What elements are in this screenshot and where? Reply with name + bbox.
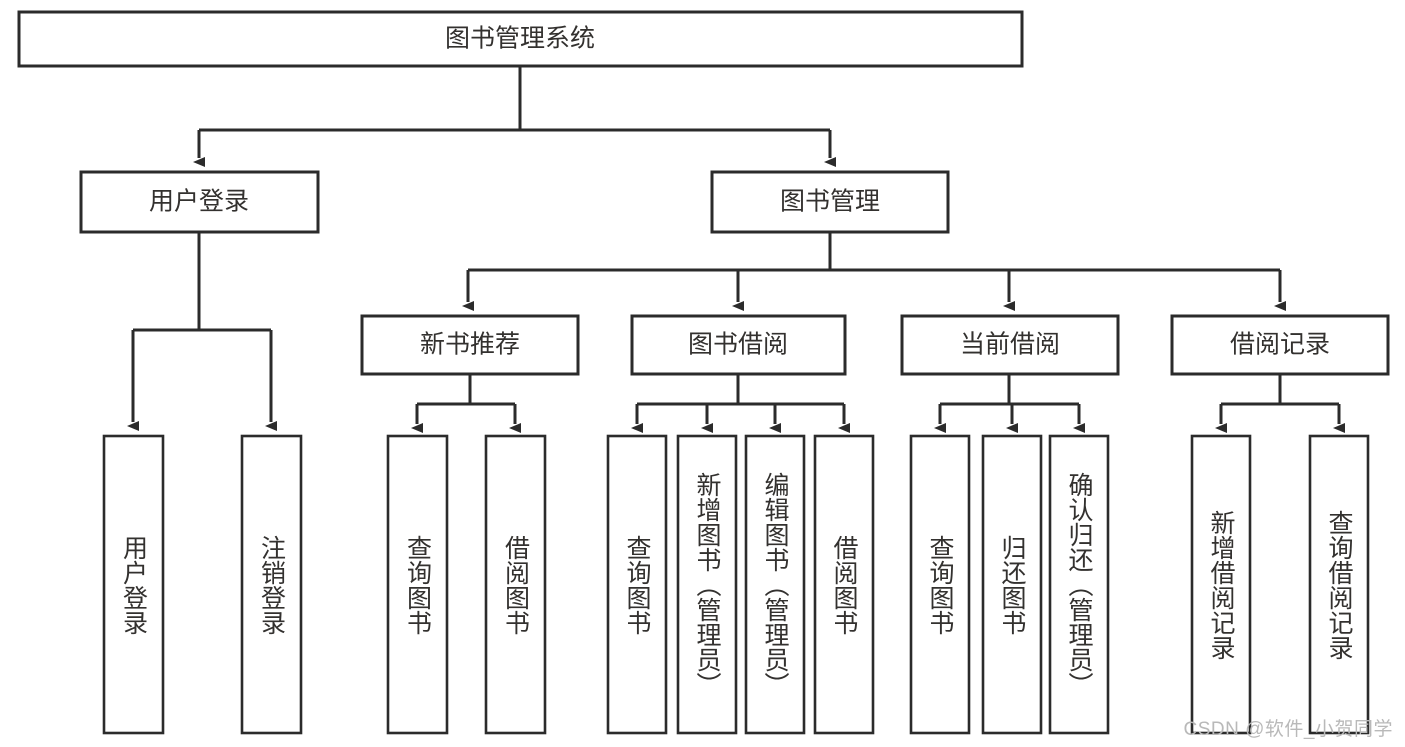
node-leaf-query-book-2[interactable] (606, 434, 668, 735)
node-current-borrow[interactable]: 当前借阅 (900, 314, 1120, 376)
node-user-login-box[interactable] (79, 170, 320, 234)
node-book-borrow[interactable]: 图书借阅 (630, 314, 847, 376)
node-leaf-logout-login[interactable] (240, 434, 303, 735)
node-leaf-return-book[interactable] (981, 434, 1043, 735)
node-leaf-query-book-2-box[interactable] (606, 434, 668, 735)
node-root-system-label: 图书管理系统 (445, 25, 595, 53)
node-borrow-record-label: 借阅记录 (1230, 331, 1330, 359)
node-book-management-box[interactable] (710, 170, 950, 234)
node-user-login[interactable]: 用户登录 (79, 170, 320, 234)
node-leaf-add-book-admin-box[interactable] (676, 434, 738, 735)
node-leaf-user-login-box[interactable] (102, 434, 165, 735)
node-leaf-logout-login-box[interactable] (240, 434, 303, 735)
node-leaf-add-borrow-record[interactable] (1190, 434, 1252, 735)
node-leaf-query-borrow-record[interactable] (1308, 434, 1370, 735)
node-borrow-record[interactable]: 借阅记录 (1170, 314, 1390, 376)
edges-layer (127, 66, 1345, 433)
node-leaf-return-book-box[interactable] (981, 434, 1043, 735)
node-leaf-edit-book-admin[interactable] (744, 434, 806, 735)
node-leaf-edit-book-admin-box[interactable] (744, 434, 806, 735)
node-book-management-label: 图书管理 (780, 188, 880, 216)
nodes-layer: 图书管理系统 用户登录 图书管理 新书推荐 图书借阅 (17, 10, 1390, 735)
node-current-borrow-label: 当前借阅 (960, 331, 1060, 359)
node-root-system-box[interactable] (17, 10, 1024, 68)
node-leaf-borrow-book-2[interactable] (813, 434, 875, 735)
node-leaf-borrow-book-1-box[interactable] (484, 434, 547, 735)
node-leaf-confirm-return-admin-box[interactable] (1048, 434, 1110, 735)
node-book-management[interactable]: 图书管理 (710, 170, 950, 234)
node-new-book-recommend-label: 新书推荐 (420, 331, 520, 359)
node-user-login-label: 用户登录 (149, 188, 249, 216)
node-book-borrow-box[interactable] (630, 314, 847, 376)
node-new-book-recommend-box[interactable] (360, 314, 580, 376)
node-leaf-query-borrow-record-box[interactable] (1308, 434, 1370, 735)
node-leaf-query-book-3-box[interactable] (909, 434, 971, 735)
node-leaf-query-book-3[interactable] (909, 434, 971, 735)
node-leaf-query-book-1-box[interactable] (386, 434, 449, 735)
node-leaf-borrow-book-2-box[interactable] (813, 434, 875, 735)
node-leaf-add-borrow-record-box[interactable] (1190, 434, 1252, 735)
node-leaf-add-book-admin[interactable] (676, 434, 738, 735)
csdn-watermark: CSDN @软件_小贺同学 (1183, 719, 1393, 740)
node-leaf-confirm-return-admin[interactable] (1048, 434, 1110, 735)
node-leaf-user-login[interactable] (102, 434, 165, 735)
node-borrow-record-box[interactable] (1170, 314, 1390, 376)
node-leaf-borrow-book-1[interactable] (484, 434, 547, 735)
node-root-system[interactable]: 图书管理系统 (17, 10, 1024, 68)
node-new-book-recommend[interactable]: 新书推荐 (360, 314, 580, 376)
node-book-borrow-label: 图书借阅 (688, 331, 788, 359)
node-current-borrow-box[interactable] (900, 314, 1120, 376)
node-leaf-query-book-1[interactable] (386, 434, 449, 735)
